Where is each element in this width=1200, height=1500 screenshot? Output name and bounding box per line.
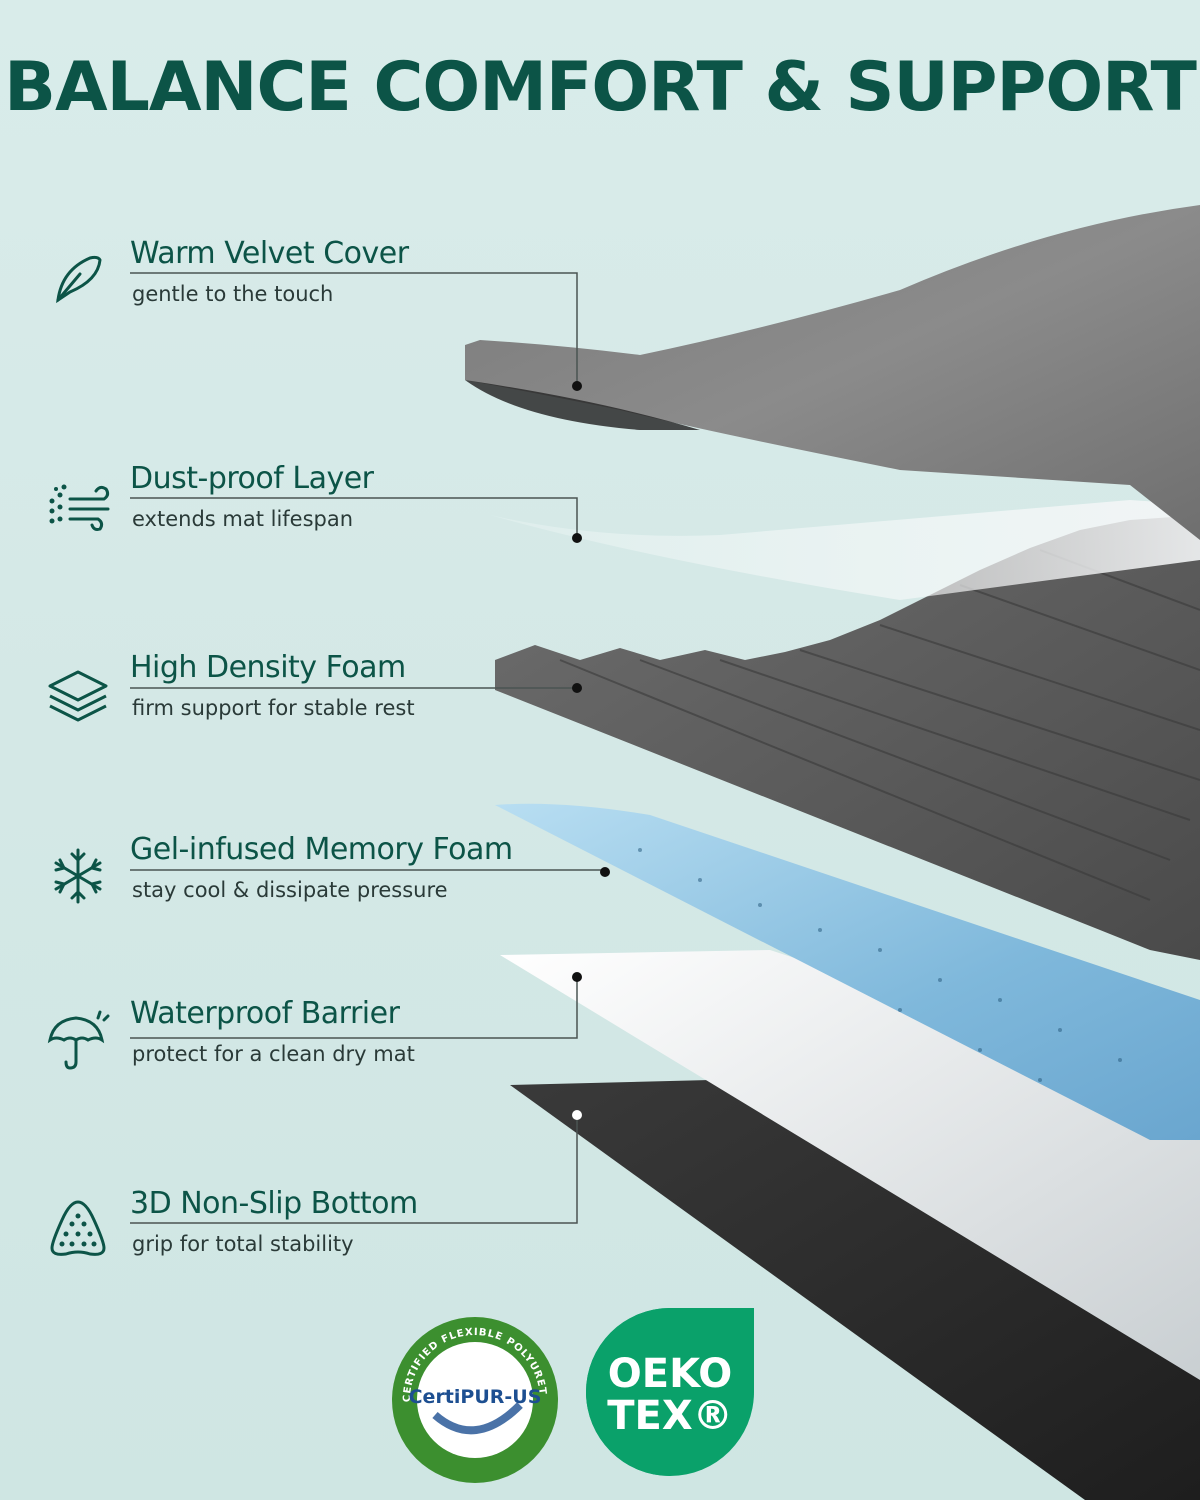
- callout-line-velvet: [130, 272, 578, 386]
- feature-desc: extends mat lifespan: [132, 507, 354, 531]
- feather-icon: [40, 240, 116, 316]
- oeko-line1: OEKO: [607, 1351, 733, 1397]
- feature-gel-memory-foam: Gel-infused Memory Foam stay cool & diss…: [40, 832, 600, 942]
- feature-desc: grip for total stability: [132, 1232, 354, 1256]
- feature-title: Warm Velvet Cover: [130, 236, 409, 271]
- feature-title: Waterproof Barrier: [130, 996, 400, 1031]
- callout-dot-bottom: [572, 1110, 582, 1120]
- feature-high-density-foam: High Density Foam firm support for stabl…: [40, 650, 600, 760]
- feature-desc: protect for a clean dry mat: [132, 1042, 415, 1066]
- feature-desc: firm support for stable rest: [132, 696, 415, 720]
- layers-icon: [40, 654, 116, 730]
- feature-title: 3D Non-Slip Bottom: [130, 1186, 418, 1221]
- gel-memory-foam-layer: [495, 803, 1200, 1140]
- oeko-tex-badge: OEKO TEX®: [585, 1308, 755, 1476]
- oeko-leaf-shape: [586, 1308, 754, 1476]
- feature-desc: gentle to the touch: [132, 282, 334, 306]
- callout-line-dust: [130, 497, 578, 538]
- callout-line-bottom: [130, 1115, 578, 1224]
- feature-desc: stay cool & dissipate pressure: [132, 878, 448, 902]
- umbrella-icon: [40, 1000, 116, 1076]
- certipur-us-badge: CONTAINS CERTIFIED FLEXIBLE POLYURETHANE…: [390, 1315, 558, 1483]
- callout-dot-foam: [572, 683, 582, 693]
- headline: BALANCE COMFORT & SUPPORT: [4, 48, 1197, 127]
- velvet-cover-layer: [465, 205, 1200, 540]
- callout-dot-dust: [572, 533, 582, 543]
- feature-title: High Density Foam: [130, 650, 406, 685]
- feature-velvet-cover: Warm Velvet Cover gentle to the touch: [40, 236, 600, 346]
- callout-line-waterproof: [130, 977, 578, 1039]
- snowflake-icon: [40, 836, 116, 912]
- certipur-name: CertiPUR-US: [409, 1386, 542, 1408]
- feature-non-slip-bottom: 3D Non-Slip Bottom grip for total stabil…: [40, 1186, 600, 1296]
- dust-proof-layer: [490, 500, 1200, 600]
- feature-title: Dust-proof Layer: [130, 461, 374, 496]
- callout-dot-waterproof: [572, 972, 582, 982]
- non-slip-dots-icon: [40, 1190, 116, 1266]
- callout-dot-velvet: [572, 381, 582, 391]
- callout-dot-gel: [600, 867, 610, 877]
- feature-title: Gel-infused Memory Foam: [130, 832, 513, 867]
- feature-dust-proof: Dust-proof Layer extends mat lifespan: [40, 461, 600, 571]
- wind-dust-icon: [40, 465, 116, 541]
- oeko-line2: TEX®: [607, 1393, 733, 1439]
- feature-waterproof-barrier: Waterproof Barrier protect for a clean d…: [40, 996, 600, 1106]
